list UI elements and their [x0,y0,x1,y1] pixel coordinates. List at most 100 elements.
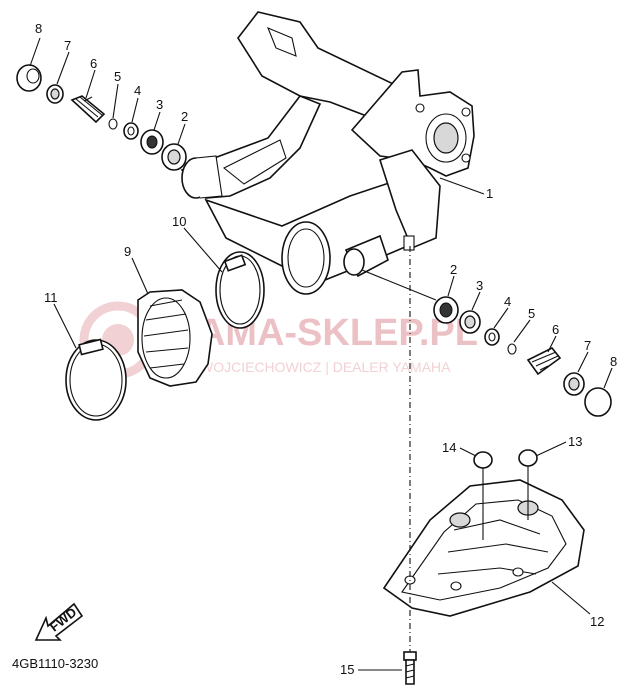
leader-13 [535,441,567,457]
guard-12 [382,479,585,617]
swingarm-upper-boss [267,26,297,57]
plate-bolt-hole-3 [461,153,471,163]
callout-1: 1 [486,186,493,201]
callout-8-left: 8 [35,21,42,36]
clamp-10 [215,251,265,329]
callout-14: 14 [442,440,456,455]
boot-9 [137,289,213,387]
leader-5b [513,319,531,343]
guard-12-bolt-hole-2 [512,567,524,577]
swingarm-arm-web [222,139,287,185]
leader-2b [447,275,455,297]
leader-3a [153,111,161,131]
leader-2a [177,123,186,145]
boot-9-ribs [143,299,189,369]
leader-8a [29,37,41,67]
o-ring-5-left [108,118,118,130]
callout-6-left: 6 [90,56,97,71]
callout-2-right: 2 [450,262,457,277]
nut-7-left-bore [50,88,60,100]
callout-3-right: 3 [476,278,483,293]
bearing-stack-left [16,64,187,171]
leader-14 [459,447,477,457]
o-ring-5-right [507,343,517,355]
callout-15: 15 [340,662,354,677]
leader-3b [471,291,481,311]
swingarm [180,11,475,295]
bolt-15-thread [405,663,415,679]
bolt-15-head [403,651,417,661]
callout-9: 9 [124,244,131,259]
seal-3-right-bore [464,315,476,329]
cap-8-right [584,387,612,417]
leader-12 [551,581,591,615]
clamp-10-screw [223,254,247,272]
part-number-label: 4GB1110-3230 [12,656,98,671]
bearing-2-right-race [439,302,453,318]
pivot-boss-left-body [195,155,223,199]
nut-7-right-bore [568,377,580,391]
guard-12-boss-1 [449,512,471,528]
leader-11 [53,303,77,349]
leader-lines [29,37,613,671]
callout-8-right: 8 [610,354,617,369]
guard-12-ribs [437,519,549,575]
swingarm-right-housing [378,149,441,250]
bearing-2-left-race [167,149,181,165]
pivot-shaft-6-right-thread [531,351,559,371]
leader-4a [131,97,139,123]
callout-5-left: 5 [114,69,121,84]
callout-7-right: 7 [584,338,591,353]
plate-bolt-hole-2 [461,107,471,117]
clamp-11-band-inner [69,343,123,417]
guard-12-bolt-hole-1 [450,581,462,591]
callout-4-right: 4 [504,294,511,309]
clamp-11 [65,338,127,421]
leader-6b [547,335,557,353]
leader-6a [85,69,96,99]
pivot-shaft-6-left-thread [75,96,103,118]
grommets [473,449,538,540]
washer-4-left-hole [127,126,135,136]
grommet-14 [473,451,493,469]
leader-1 [439,177,485,195]
callout-13: 13 [568,434,582,449]
leader-10 [183,227,223,273]
cap-8-left-face [26,68,40,84]
clamp-11-screw [78,338,104,356]
bolt-15 [403,246,417,685]
washer-4-right-hole [488,332,496,342]
swingarm-plate-bore [433,122,459,154]
callout-2-left: 2 [181,109,188,124]
swingarm-lower-bolt [403,235,415,251]
bearing-stack-right [361,269,612,417]
callout-10: 10 [172,214,186,229]
pivot-shaft-6-right [526,346,562,376]
leader-8b [603,367,613,389]
callout-11: 11 [44,290,58,305]
leader-7b [577,351,589,373]
grommet-13 [518,449,538,467]
boot-9-opening [141,297,191,379]
watermark-sub: WOJCIECHOWICZ | DEALER YAMAHA [200,359,451,375]
seal-3-left-bore [146,135,158,149]
fwd-arrow-icon [34,602,84,641]
callout-7-left: 7 [64,38,71,53]
callout-4-left: 4 [134,83,141,98]
leader-5a [112,83,119,119]
callout-6-right: 6 [552,322,559,337]
leader-7a [56,51,70,85]
pivot-boss-right-end [343,248,365,276]
callout-5-right: 5 [528,306,535,321]
callout-3-left: 3 [156,97,163,112]
callout-12: 12 [590,614,604,629]
callouts: 8 7 6 5 4 3 2 1 10 9 11 2 3 4 5 6 7 8 14… [35,21,617,677]
drive-flange-inner [287,228,325,288]
leader-4b [493,307,509,329]
fwd-arrow: FWD [34,602,84,641]
watermark-brand: YAMA-SKLEP.PL [176,312,478,354]
leader-9 [131,257,149,295]
plate-bolt-hole-1 [415,103,425,113]
shaft-guide-line-right [361,269,437,301]
